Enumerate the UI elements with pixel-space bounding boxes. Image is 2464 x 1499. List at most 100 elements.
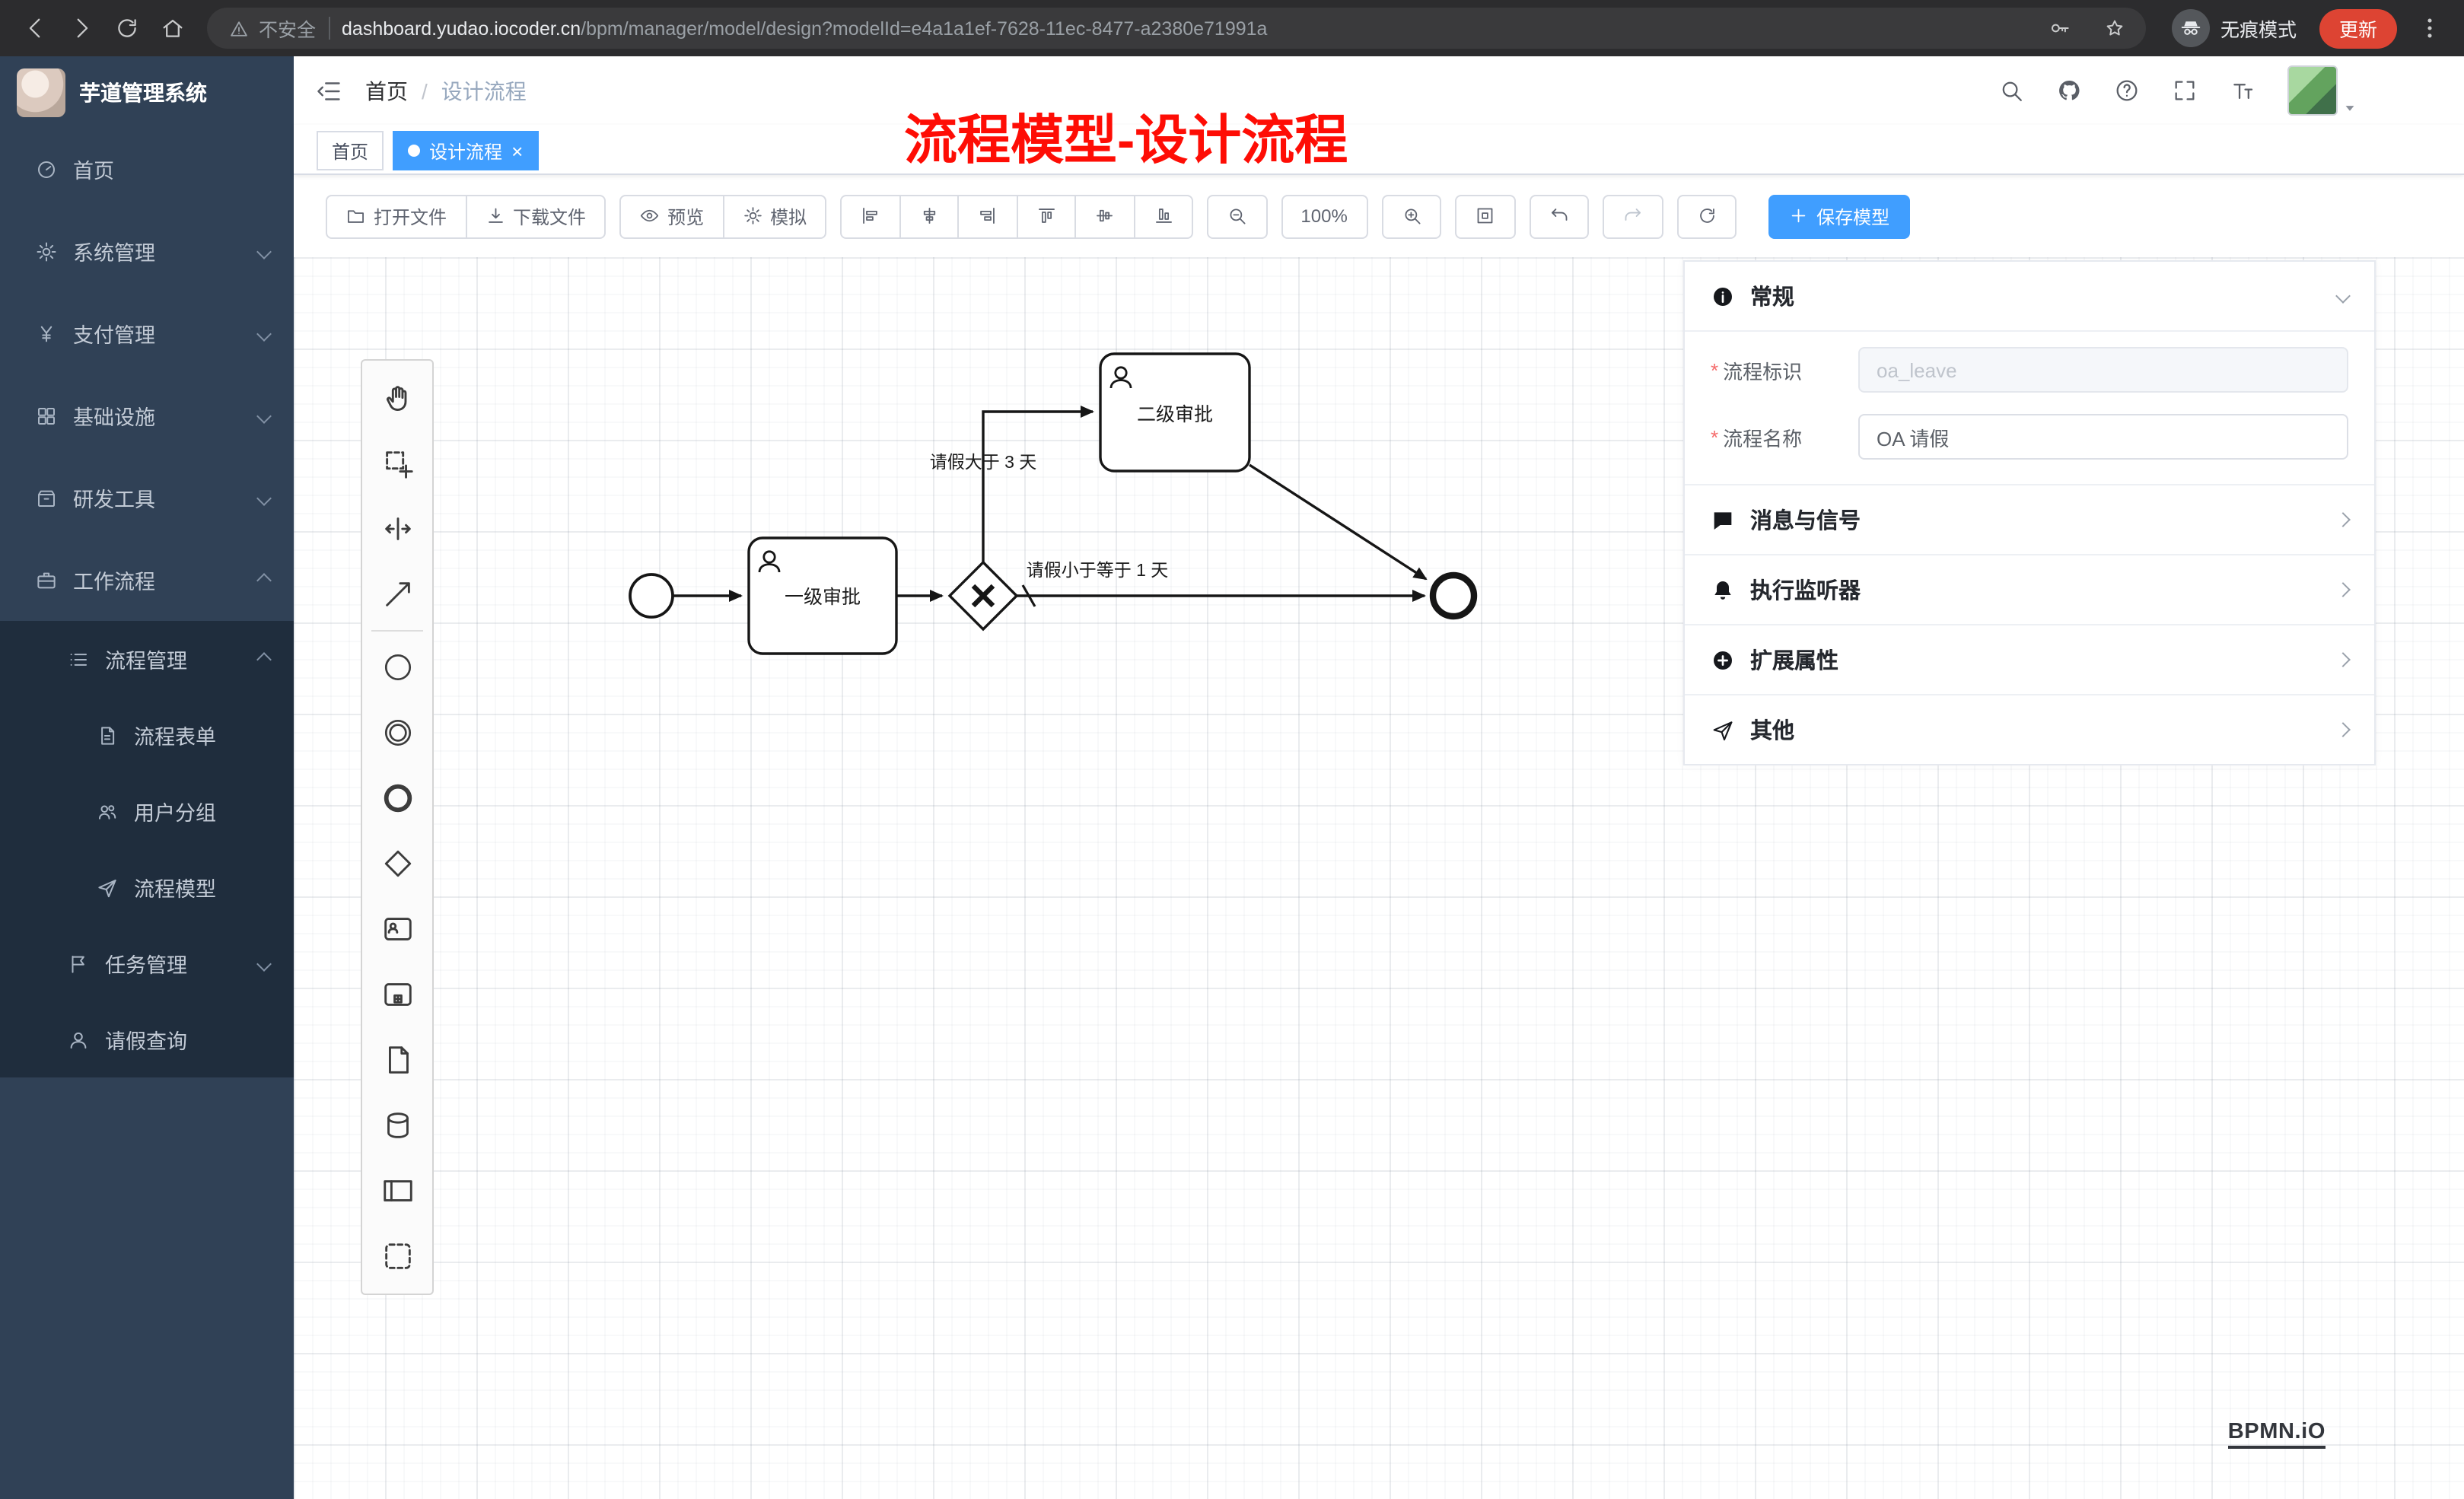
required-mark: * (1711, 358, 1719, 381)
fit-viewport-button[interactable] (1455, 194, 1516, 238)
process-key-label: *流程标识 (1711, 358, 1803, 383)
bpmn-io-watermark[interactable]: BPMN.iO (2227, 1420, 2326, 1449)
user-avatar-menu[interactable] (2287, 65, 2357, 116)
undo-button[interactable] (1529, 194, 1590, 238)
preview-button[interactable]: 预览 (619, 194, 724, 238)
process-key-input[interactable] (1858, 347, 2348, 393)
incognito-icon (2171, 9, 2210, 47)
browser-back-button[interactable] (12, 5, 58, 51)
github-icon[interactable] (2056, 78, 2082, 103)
redo-button[interactable] (1603, 194, 1663, 238)
align-left-button[interactable] (840, 194, 901, 238)
address-bar[interactable]: 不安全 dashboard.yudao.iocoder.cn/bpm/manag… (207, 8, 2146, 49)
sidebar-item-workflow[interactable]: 工作流程 (0, 539, 294, 621)
align-middle-button[interactable] (1074, 194, 1135, 238)
annotation-text: 流程模型-设计流程 (904, 111, 1348, 170)
avatar[interactable] (2287, 65, 2338, 116)
sidebar-item-user-group[interactable]: 用户分组 (0, 773, 294, 849)
header-actions (1998, 65, 2357, 116)
browser-reload-button[interactable] (103, 5, 149, 51)
sidebar-item-system[interactable]: 系统管理 (0, 210, 294, 292)
process-name-input[interactable] (1858, 414, 2348, 460)
browser-home-button[interactable] (149, 5, 195, 51)
zoom-in-button[interactable] (1381, 194, 1442, 238)
align-right-button[interactable] (957, 194, 1018, 238)
tabs-bar: 首页 设计流程 (294, 125, 2464, 175)
tab-home[interactable]: 首页 (317, 131, 384, 170)
bookmark-star-icon[interactable] (2094, 10, 2137, 46)
end-event[interactable] (1429, 571, 1478, 620)
create-participant[interactable] (364, 1158, 431, 1224)
sequence-flow-gt3[interactable] (982, 406, 1094, 562)
tab-design-process[interactable]: 设计流程 (393, 131, 539, 170)
create-end-event[interactable] (364, 765, 431, 831)
simulate-button[interactable]: 模拟 (722, 194, 827, 238)
create-task[interactable] (364, 1027, 431, 1093)
app-header: 首页 设计流程 (294, 56, 2464, 125)
sequence-flow-second-to-end[interactable] (1249, 463, 1428, 581)
align-center-button[interactable] (899, 194, 960, 238)
create-gateway[interactable] (364, 831, 431, 896)
create-subprocess[interactable] (364, 962, 431, 1027)
space-tool[interactable] (364, 496, 431, 562)
align-bottom-button[interactable] (1133, 194, 1194, 238)
section-execution-listener[interactable]: 执行监听器 (1685, 554, 2374, 624)
caret-down-icon (2342, 100, 2357, 116)
bpmn-diagram: 一级审批 二级审批 请假大于 3 天 请假小于等于 1 天 (629, 352, 1478, 655)
passkey-icon[interactable] (2039, 10, 2082, 46)
lasso-tool[interactable] (364, 431, 431, 496)
sidebar-item-payment[interactable]: 支付管理 (0, 292, 294, 374)
browser-update-button[interactable]: 更新 (2319, 8, 2397, 48)
align-top-button[interactable] (1016, 194, 1077, 238)
align-middle-icon (1094, 206, 1115, 227)
save-model-button[interactable]: 保存模型 (1768, 194, 1910, 238)
start-event[interactable] (629, 573, 674, 619)
sidebar-item-infrastructure[interactable]: 基础设施 (0, 374, 294, 457)
create-start-event[interactable] (364, 635, 431, 700)
palette-separator (371, 630, 423, 632)
fullscreen-icon[interactable] (2172, 78, 2198, 103)
sidebar-item-devtools[interactable]: 研发工具 (0, 457, 294, 539)
browser-menu-button[interactable] (2406, 5, 2452, 51)
properties-panel: 常规 *流程标识 *流程名称 (1683, 260, 2376, 765)
chevron-down-icon (256, 490, 272, 505)
create-user-task[interactable] (364, 896, 431, 962)
open-file-button[interactable]: 打开文件 (326, 194, 467, 238)
zoom-out-button[interactable] (1207, 194, 1268, 238)
bpmn-canvas[interactable]: 一级审批 二级审批 请假大于 3 天 请假小于等于 1 天 (294, 257, 2464, 1499)
sidebar-item-home[interactable]: 首页 (0, 128, 294, 210)
browser-forward-button[interactable] (58, 5, 103, 51)
incognito-indicator: 无痕模式 (2171, 9, 2297, 47)
zoom-level: 100% (1281, 194, 1368, 238)
help-icon[interactable] (2114, 78, 2140, 103)
bell-icon (1711, 578, 1735, 602)
process-name-row: *流程名称 (1711, 414, 2348, 460)
section-other[interactable]: 其他 (1685, 694, 2374, 764)
close-tab-icon[interactable] (511, 141, 523, 161)
gear-icon (742, 206, 762, 227)
create-group[interactable] (364, 1224, 431, 1289)
section-general[interactable]: 常规 (1685, 262, 2374, 332)
download-file-button[interactable]: 下载文件 (465, 194, 606, 238)
create-intermediate-event[interactable] (364, 700, 431, 765)
search-icon[interactable] (1998, 78, 2024, 103)
restart-button[interactable] (1676, 194, 1737, 238)
create-data-store[interactable] (364, 1093, 431, 1158)
sidebar-item-process-form[interactable]: 流程表单 (0, 697, 294, 773)
sidebar-collapse-button[interactable] (315, 77, 342, 104)
section-message-signal[interactable]: 消息与信号 (1685, 484, 2374, 554)
security-indicator[interactable]: 不安全 (228, 14, 316, 43)
font-size-icon[interactable] (2230, 78, 2255, 103)
hand-tool[interactable] (364, 365, 431, 431)
section-extension-properties[interactable]: 扩展属性 (1685, 624, 2374, 694)
breadcrumb-home[interactable]: 首页 (365, 78, 408, 103)
sidebar-item-leave-query[interactable]: 请假查询 (0, 1001, 294, 1077)
align-center-icon (918, 206, 939, 227)
task-second-approval[interactable] (1099, 352, 1251, 473)
sidebar-item-process-management[interactable]: 流程管理 (0, 621, 294, 697)
sidebar-item-process-model[interactable]: 流程模型 (0, 849, 294, 925)
global-connect-tool[interactable] (364, 562, 431, 627)
sidebar-item-task-management[interactable]: 任务管理 (0, 925, 294, 1001)
address-divider (328, 17, 330, 40)
